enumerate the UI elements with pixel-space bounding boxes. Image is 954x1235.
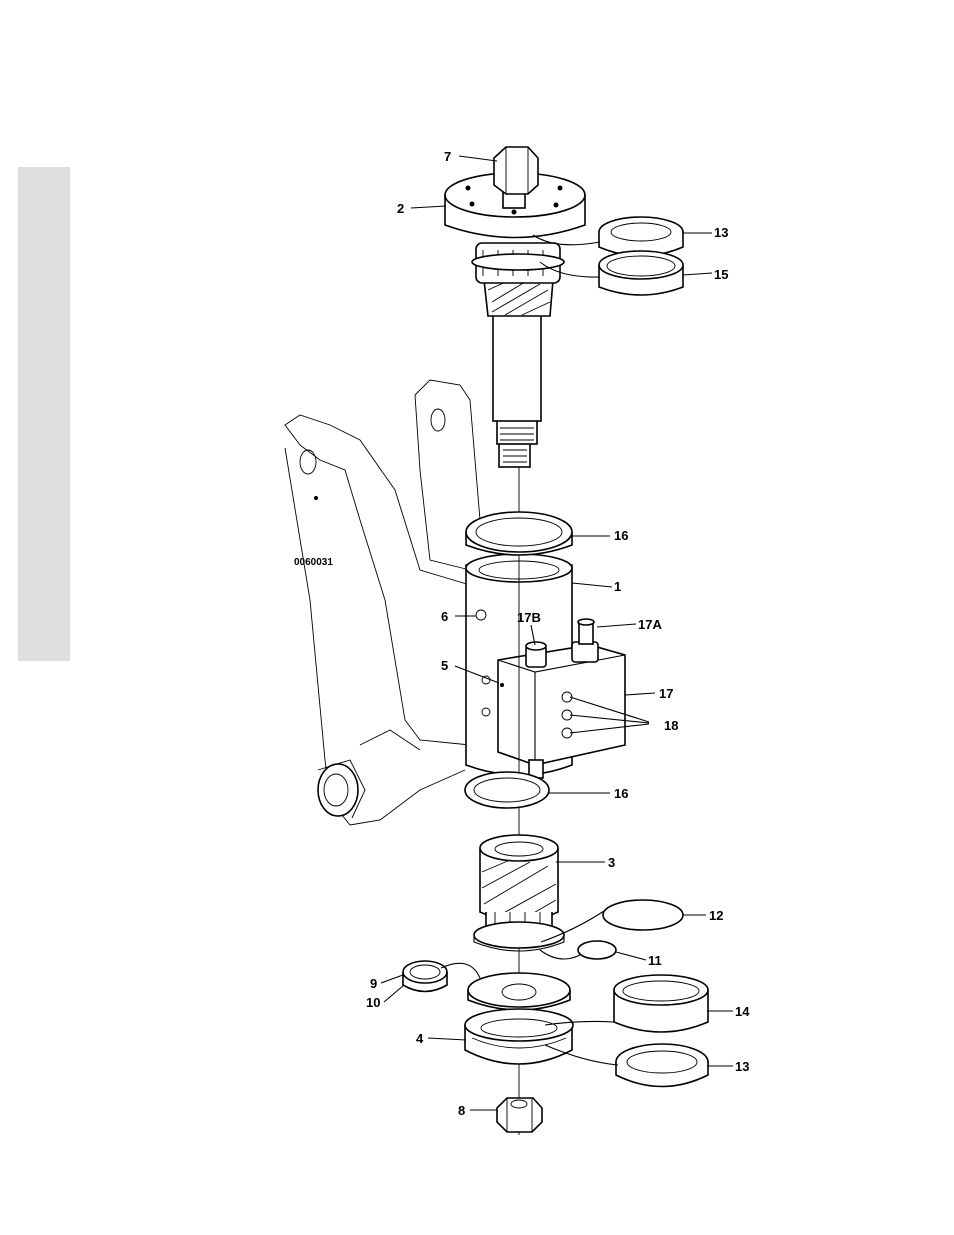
callout-17a: 17A bbox=[638, 617, 662, 632]
small-o-ring bbox=[578, 941, 616, 959]
lower-seal bbox=[616, 1044, 708, 1087]
callout-13-top: 13 bbox=[714, 225, 728, 240]
callout-9: 9 bbox=[370, 976, 377, 991]
callout-5: 5 bbox=[441, 658, 448, 673]
callout-17: 17 bbox=[659, 686, 673, 701]
callout-16-top: 16 bbox=[614, 528, 628, 543]
small-seal bbox=[403, 961, 447, 992]
upper-seal-ring bbox=[466, 512, 572, 555]
callout-1: 1 bbox=[614, 579, 621, 594]
top-bearing bbox=[599, 251, 683, 295]
callout-18: 18 bbox=[664, 718, 678, 733]
large-o-ring bbox=[603, 900, 683, 930]
callout-7: 7 bbox=[444, 149, 451, 164]
callout-14: 14 bbox=[735, 1004, 750, 1019]
callout-2: 2 bbox=[397, 201, 404, 216]
lower-seal-ring bbox=[465, 772, 549, 808]
helical-gear bbox=[480, 835, 558, 921]
lower-hub bbox=[465, 1009, 573, 1064]
callout-6: 6 bbox=[441, 609, 448, 624]
lower-flange-collar bbox=[474, 912, 564, 951]
figure-id: 0060031 bbox=[294, 557, 333, 568]
callout-8: 8 bbox=[458, 1103, 465, 1118]
thrust-washer bbox=[468, 973, 570, 1010]
callout-3: 3 bbox=[608, 855, 615, 870]
callout-15: 15 bbox=[714, 267, 728, 282]
callout-12: 12 bbox=[709, 908, 723, 923]
callout-16-bottom: 16 bbox=[614, 786, 628, 801]
callout-4: 4 bbox=[416, 1031, 424, 1046]
steering-bracket-frame bbox=[285, 380, 480, 825]
top-seal bbox=[599, 217, 683, 256]
callout-11: 11 bbox=[648, 953, 662, 968]
bottom-nut bbox=[497, 1098, 542, 1132]
callout-10: 10 bbox=[366, 995, 380, 1010]
lower-bearing bbox=[614, 975, 708, 1032]
pinion-shaft bbox=[472, 243, 564, 467]
callout-13-bottom: 13 bbox=[735, 1059, 749, 1074]
callout-17b: 17B bbox=[517, 610, 541, 625]
